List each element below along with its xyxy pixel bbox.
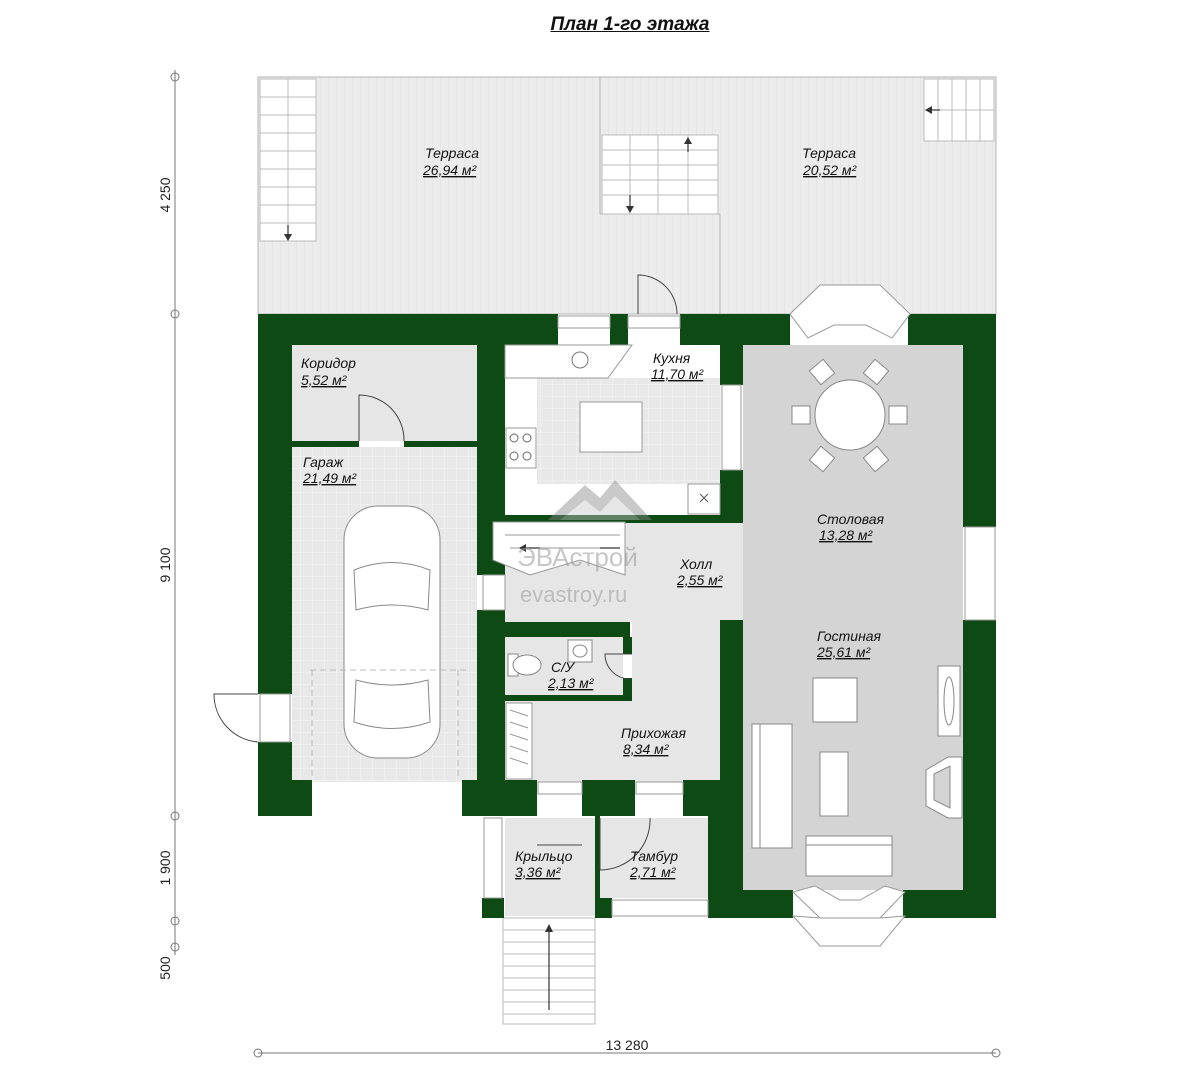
terrace-stairs-right <box>923 78 995 142</box>
watermark-brand: ЭВАстрой <box>517 542 638 572</box>
garage-name: Гараж <box>303 454 345 470</box>
dim-steps: 500 <box>157 956 173 980</box>
watermark: ЭВАстрой evastroy.ru <box>517 480 652 607</box>
entry-area: 8,34 м² <box>623 741 670 757</box>
living-name: Гостиная <box>817 628 882 644</box>
hall-area: 2,55 м² <box>676 572 724 588</box>
terrace-right-area: 20,52 м² <box>802 162 858 178</box>
terrace-left-name: Терраса <box>425 145 479 161</box>
corridor-area: 5,52 м² <box>301 372 348 388</box>
car-symbol <box>310 505 470 780</box>
living-furniture <box>751 665 963 877</box>
dim-terrace: 4 250 <box>157 177 173 212</box>
bay-window-bottom <box>791 885 907 947</box>
kitchen-area: 11,70 м² <box>651 366 704 382</box>
wc-area: 2,13 м² <box>547 675 595 691</box>
dining-area: 13,28 м² <box>819 527 874 543</box>
room-labels: Терраса 26,94 м² Терраса 20,52 м² Коридо… <box>301 145 885 880</box>
terrace-left-area: 26,94 м² <box>422 162 478 178</box>
terrace-stairs-left <box>259 78 317 242</box>
dim-porch: 1 900 <box>157 850 173 885</box>
kitchen-name: Кухня <box>653 350 691 366</box>
wardrobe <box>505 702 533 780</box>
porch-name: Крыльцо <box>515 848 573 864</box>
watermark-logo-icon <box>548 480 652 520</box>
vestibule-name: Тамбур <box>630 848 678 864</box>
hall-stairs <box>482 521 626 611</box>
plan-title: План 1-го этажа <box>550 14 710 35</box>
wc-fixtures <box>507 639 593 677</box>
terrace-stairs-middle <box>601 134 719 215</box>
vestibule-area: 2,71 м² <box>629 864 677 880</box>
dim-house-depth: 9 100 <box>157 547 173 582</box>
walls <box>258 314 996 918</box>
doors <box>213 274 678 871</box>
living-area: 25,61 м² <box>816 644 872 660</box>
watermark-site: evastroy.ru <box>520 582 627 607</box>
porch-area: 3,36 м² <box>515 864 562 880</box>
terrace-right-name: Терраса <box>802 145 856 161</box>
dimension-labels: 4 250 9 100 1 900 500 13 280 <box>157 177 649 1053</box>
garage-area: 21,49 м² <box>302 470 358 486</box>
porch-steps <box>502 917 596 1025</box>
dining-name: Столовая <box>817 511 885 527</box>
kitchen-fixtures <box>504 344 721 515</box>
hall-name: Холл <box>679 556 712 572</box>
entry-name: Прихожая <box>621 725 686 741</box>
dining-table <box>791 358 908 473</box>
bay-window-top <box>789 284 911 339</box>
windows <box>259 315 996 917</box>
corridor-name: Коридор <box>301 355 356 371</box>
dim-total-width: 13 280 <box>606 1037 649 1053</box>
dimension-lines <box>170 70 1001 1058</box>
wc-name: С/У <box>551 659 576 675</box>
